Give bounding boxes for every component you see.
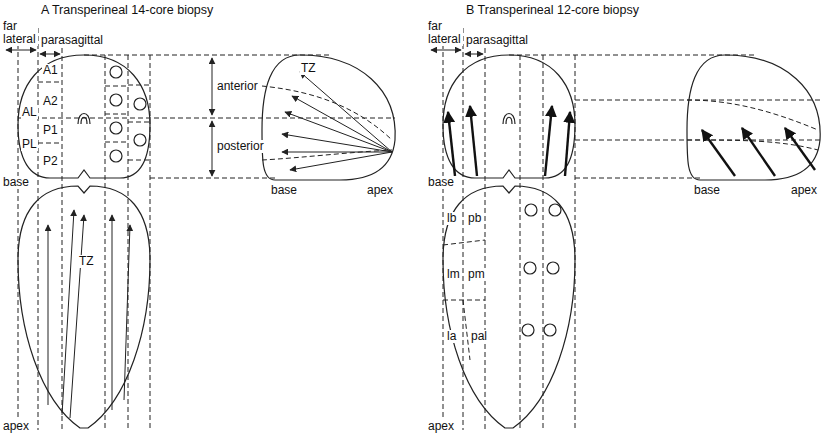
zone-label: PL	[21, 138, 38, 151]
zone-label: base	[2, 176, 30, 189]
zone-label: pb	[467, 212, 482, 225]
zone-label: base	[270, 184, 298, 197]
zone-label: TZ	[300, 62, 317, 75]
zone-label: A1	[42, 64, 59, 77]
zone-label: apex	[366, 184, 394, 197]
zone-label: P2	[42, 155, 59, 168]
zone-label: posterior	[216, 140, 265, 153]
zone-label: base	[693, 184, 721, 197]
zone-label: anterior	[216, 80, 259, 93]
panel-title: B Transperineal 12-core biopsy	[465, 4, 640, 17]
zone-label: pm	[467, 268, 486, 281]
zone-label: lb	[446, 212, 457, 225]
zone-label: P1	[42, 124, 59, 137]
zone-label: base	[427, 176, 455, 189]
zone-label: parasagittal	[40, 34, 104, 47]
zone-label: lm	[446, 268, 461, 281]
zone-label: A2	[42, 95, 59, 108]
zone-label: apex	[790, 184, 818, 197]
zone-label: apex	[2, 420, 30, 433]
panel-title: A Transperineal 14-core biopsy	[40, 4, 214, 17]
zone-label: AL	[21, 106, 38, 119]
zone-label: far lateral	[2, 20, 38, 46]
zone-label: apex	[427, 420, 455, 433]
zone-label: pal	[470, 330, 488, 343]
zone-label: far lateral	[427, 20, 463, 46]
zone-label: TZ	[78, 255, 95, 268]
zone-label: parasagittal	[465, 34, 529, 47]
zone-label: la	[446, 330, 457, 343]
